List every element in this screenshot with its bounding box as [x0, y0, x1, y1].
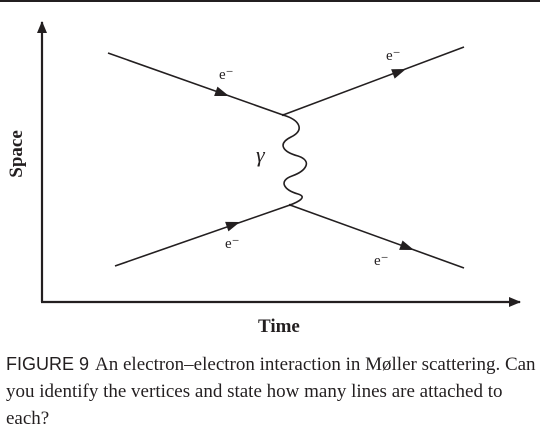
outgoing-electron-top-arrow — [391, 69, 406, 79]
label-photon: γ — [256, 142, 266, 167]
label-outgoing-electron-bottom: e⁻ — [374, 253, 389, 269]
caption-text: An electron–electron interaction in Møll… — [6, 354, 536, 429]
incoming-electron-top-arrow — [214, 86, 229, 97]
feynman-diagram: e⁻ e⁻ e⁻ e⁻ γ — [37, 21, 521, 307]
top-rule — [0, 0, 540, 2]
label-incoming-electron-bottom: e⁻ — [225, 236, 240, 252]
photon-propagator — [282, 114, 308, 206]
incoming-electron-bottom-line — [114, 204, 291, 267]
outgoing-electron-top-line — [282, 46, 465, 116]
vertex-top — [281, 113, 285, 117]
label-outgoing-electron-top: e⁻ — [386, 48, 401, 64]
time-axis-label: Time — [258, 316, 300, 337]
outgoing-electron-bottom-arrow — [399, 240, 414, 250]
incoming-electron-top-line — [107, 52, 284, 116]
space-axis-label: Space — [6, 130, 27, 178]
label-incoming-electron-top: e⁻ — [219, 67, 234, 83]
vertex-bottom — [288, 203, 292, 207]
outgoing-electron-bottom-line — [289, 204, 465, 269]
incoming-electron-bottom-arrow — [225, 221, 240, 232]
figure-label: FIGURE 9 — [6, 354, 90, 374]
